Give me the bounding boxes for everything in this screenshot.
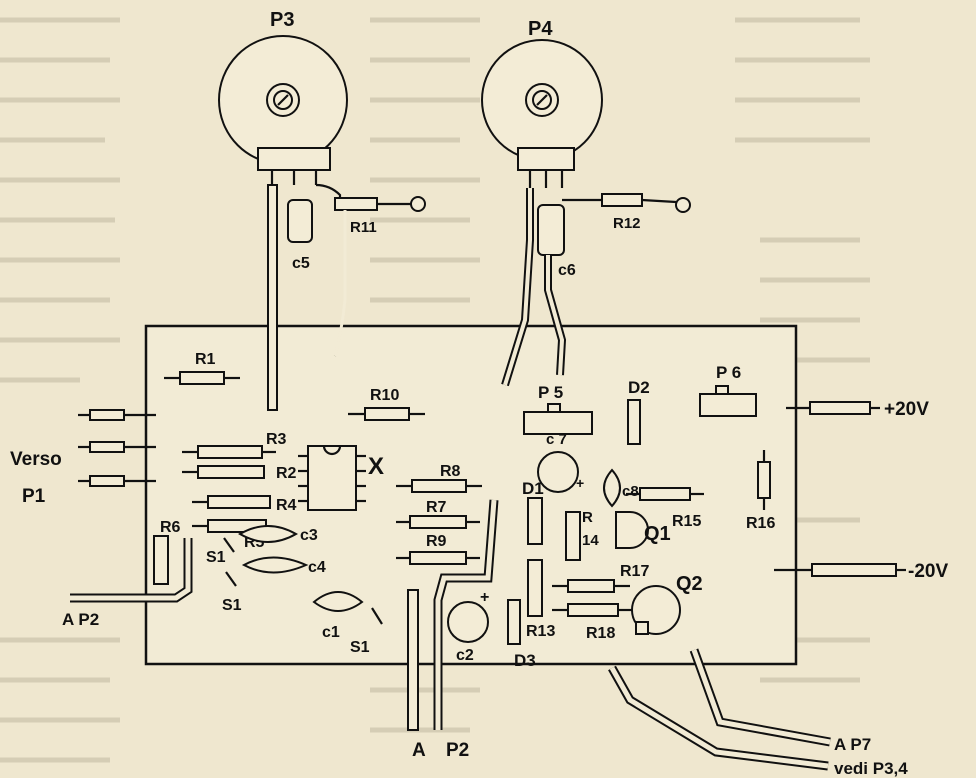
label-c3: c3 <box>300 527 318 544</box>
resistor-r10 <box>364 407 410 421</box>
wire-p3-lead <box>267 184 278 411</box>
label-a-p7: A P7 <box>834 735 871 754</box>
label-a-bottom: A <box>412 740 426 761</box>
label-c8: c8 <box>622 483 639 500</box>
label-c7: c 7 <box>546 431 567 448</box>
integrated-circuit <box>298 445 366 511</box>
potentiometer-p4 <box>481 39 603 188</box>
label-r12: R12 <box>613 215 641 232</box>
label-p5: P 5 <box>538 383 563 402</box>
label-r8: R8 <box>440 463 461 480</box>
diode-d3 <box>507 599 521 645</box>
resistor-r4 <box>207 495 271 509</box>
label-c1: c1 <box>322 624 340 641</box>
label-minus-20v: -20V <box>908 561 948 582</box>
capacitor-c2 <box>447 601 489 643</box>
label-r14a: R <box>582 509 593 526</box>
resistor-r7 <box>409 515 467 529</box>
label-s1-a: S1 <box>206 549 226 566</box>
label-d1: D1 <box>522 479 544 498</box>
resistor-r12 <box>601 193 643 207</box>
label-r16: R16 <box>746 515 775 532</box>
label-c5: c5 <box>292 255 310 272</box>
resistor-r6 <box>153 535 169 585</box>
resistor-r14 <box>565 511 581 561</box>
label-p2-bottom: P2 <box>446 740 469 761</box>
resistor-r15 <box>639 487 691 501</box>
label-vedi: vedi P3,4 <box>834 759 908 778</box>
diode-d2 <box>627 399 641 445</box>
capacitor-c6 <box>537 204 565 256</box>
label-c4: c4 <box>308 559 326 576</box>
transistor-q1 <box>615 511 649 549</box>
capacitor-c3 <box>237 525 299 543</box>
resistor-r2 <box>197 465 265 479</box>
resistor-r1 <box>179 371 225 385</box>
resistor-r3 <box>197 445 263 459</box>
label-plus-20v: +20V <box>884 399 929 420</box>
resistor-r13 <box>527 559 543 617</box>
label-r9: R9 <box>426 533 447 550</box>
label-c2: c2 <box>456 647 474 664</box>
capacitor-c5 <box>287 199 313 243</box>
label-q1: Q1 <box>644 523 671 545</box>
capacitor-c7 <box>537 451 579 493</box>
label-p4: P4 <box>528 18 553 40</box>
label-plus-c7: + <box>576 475 584 491</box>
label-plus-c2: + <box>480 589 489 606</box>
capacitor-c8 <box>603 468 621 508</box>
minus-20v-lead <box>774 563 906 577</box>
label-r3: R3 <box>266 431 287 448</box>
label-d2: D2 <box>628 378 650 397</box>
label-r13: R13 <box>526 623 555 640</box>
wire-a-p2-1 <box>407 589 419 731</box>
capacitor-c4 <box>241 556 309 574</box>
diode-d1 <box>527 497 543 545</box>
background-text <box>0 17 870 763</box>
resistor-r17 <box>567 579 615 593</box>
trimmer-p6 <box>699 393 757 417</box>
label-r7: R7 <box>426 499 447 516</box>
potentiometer-p3 <box>218 35 348 185</box>
plus-20v-lead <box>786 401 880 415</box>
label-r15: R15 <box>672 513 701 530</box>
label-r1: R1 <box>195 351 216 368</box>
label-r18: R18 <box>586 625 615 642</box>
label-q2: Q2 <box>676 573 703 595</box>
resistor-r18 <box>567 603 619 617</box>
label-s1-b: S1 <box>222 597 242 614</box>
capacitor-c1 <box>312 591 364 612</box>
label-a-p2-left: A P2 <box>62 610 99 629</box>
label-r10: R10 <box>370 387 399 404</box>
label-s1-c: S1 <box>350 639 370 656</box>
resistor-r11 <box>334 197 378 211</box>
label-x: X <box>368 453 384 480</box>
resistor-r16 <box>757 461 771 499</box>
resistor-r9 <box>409 551 467 565</box>
label-p1: P1 <box>22 486 46 507</box>
verso-p1-leads <box>78 409 156 487</box>
label-verso: Verso <box>10 449 62 470</box>
label-r17: R17 <box>620 563 649 580</box>
label-r14b: 14 <box>582 532 599 549</box>
label-r2: R2 <box>276 465 297 482</box>
label-r4: R4 <box>276 497 297 514</box>
label-p3: P3 <box>270 9 294 31</box>
resistor-r8 <box>411 479 467 493</box>
label-c6: c6 <box>558 262 576 279</box>
label-p6: P 6 <box>716 363 741 382</box>
label-r6: R6 <box>160 519 181 536</box>
label-r11: R11 <box>350 219 377 236</box>
label-d3: D3 <box>514 651 536 670</box>
